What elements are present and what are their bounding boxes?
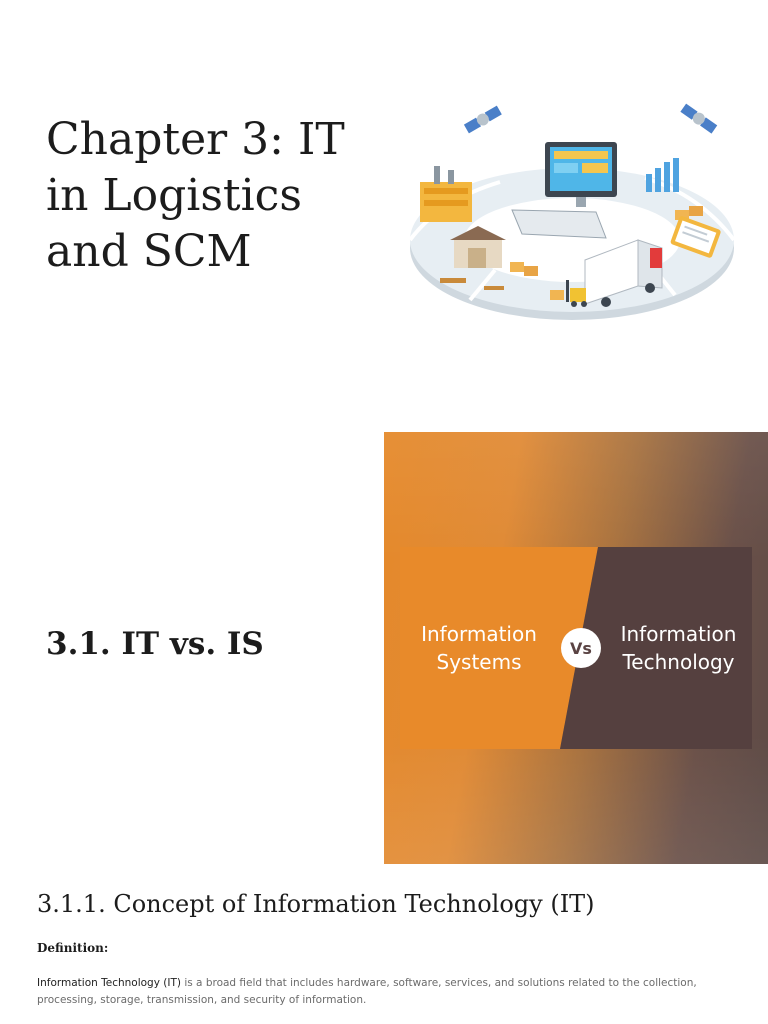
it-vs-is-image: Information Systems Vs Information Techn…	[384, 432, 768, 864]
warehouse-icon	[450, 226, 506, 268]
chapter-title: Chapter 3: IT in Logistics and SCM	[46, 114, 345, 277]
forklift-icon	[566, 280, 587, 307]
comparison-background	[400, 547, 752, 749]
bar-chart-icon	[646, 158, 679, 192]
definition-label: Definition:	[37, 941, 109, 955]
section-title: 3.1. IT vs. IS	[46, 626, 264, 662]
pallet-icon	[440, 278, 504, 290]
truck-icon	[584, 239, 663, 307]
definition-paragraph: Information Technology (IT) is a broad f…	[37, 975, 737, 1009]
vs-badge: Vs	[561, 628, 601, 668]
computer-monitor-icon	[545, 142, 617, 207]
information-technology-label: Information Technology	[620, 622, 737, 674]
clipboard-icon	[670, 216, 721, 258]
subsection-title: 3.1.1. Concept of Information Technology…	[37, 890, 595, 918]
satellite-icon	[463, 105, 502, 134]
definition-text: is a broad field that includes hardware,…	[37, 977, 697, 1006]
factory-icon	[420, 166, 472, 222]
keyboard-icon	[511, 209, 607, 239]
definition-term: Information Technology (IT)	[37, 977, 181, 989]
information-systems-label: Information Systems	[421, 622, 537, 674]
satellite-icon	[680, 103, 718, 134]
boxes-icon	[510, 206, 703, 300]
logistics-illustration	[408, 103, 736, 320]
comparison-card: Information Systems Vs Information Techn…	[400, 547, 752, 749]
